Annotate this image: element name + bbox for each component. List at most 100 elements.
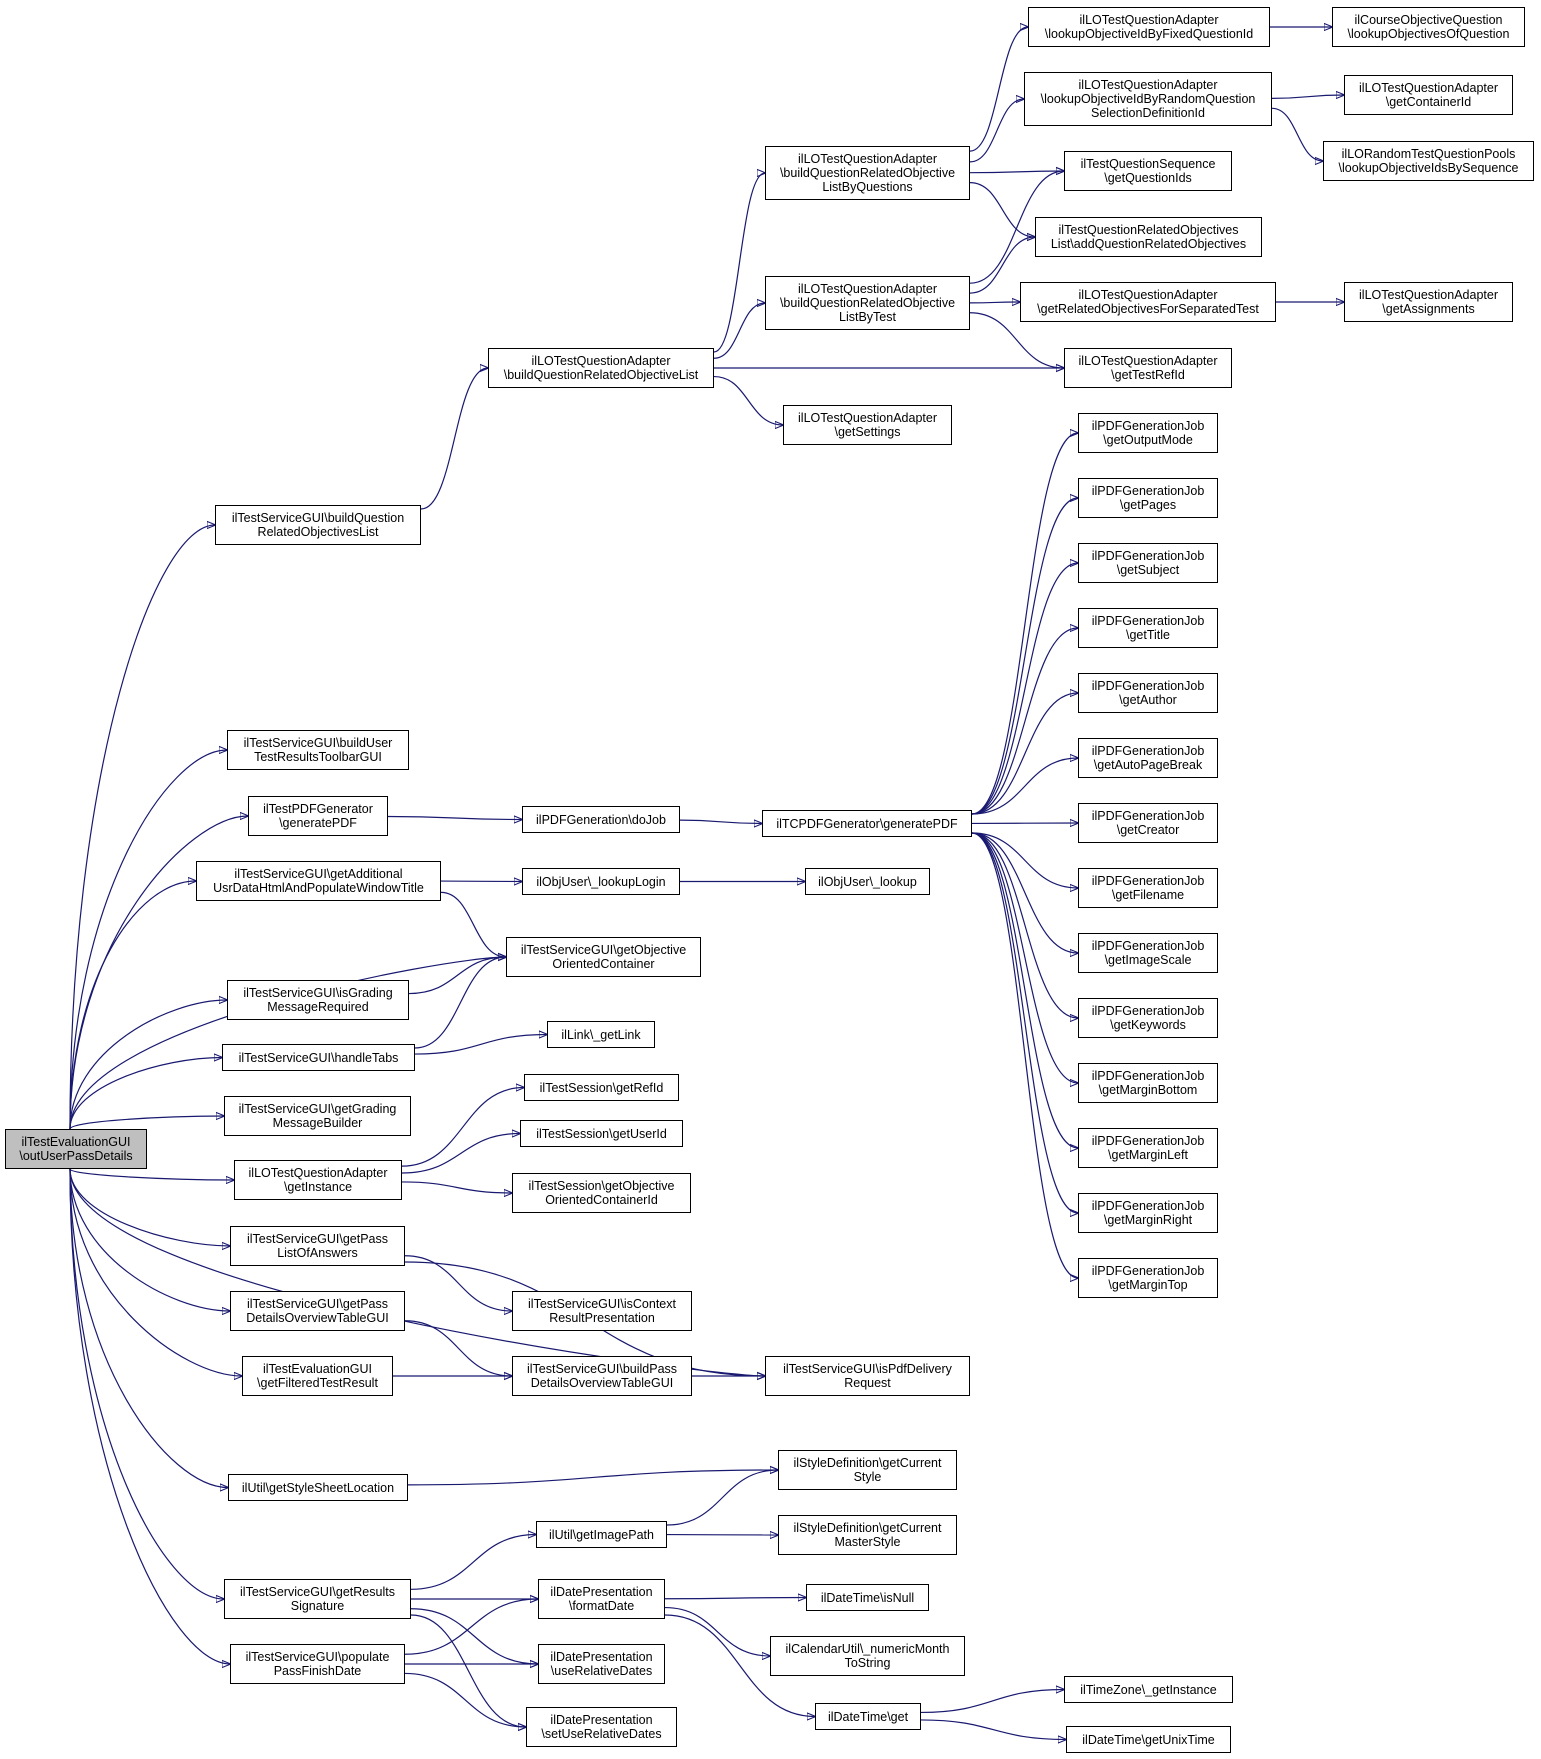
node-iltimezone-getinstance[interactable]: ilTimeZone\_getInstance xyxy=(1064,1676,1233,1703)
node-ilpdfgenerationjob-getmarginleft[interactable]: ilPDFGenerationJob\getMarginLeft xyxy=(1078,1128,1218,1168)
node-iltestpdfgenerator-generatepdf[interactable]: ilTestPDFGenerator\generatePDF xyxy=(248,796,388,836)
node-ildatetime-isnull[interactable]: ilDateTime\isNull xyxy=(806,1584,929,1611)
edge-n1-n49 xyxy=(69,1168,230,1311)
edge-n1-n50 xyxy=(69,1168,242,1376)
edge-n47-n48 xyxy=(404,1255,512,1311)
node-iltestsession-getrefid[interactable]: ilTestSession\getRefId xyxy=(524,1074,679,1101)
node-iltestevaluationgui-outuserpassdetails[interactable]: ilTestEvaluationGUI\outUserPassDetails xyxy=(5,1129,147,1169)
node-ilpdfgenerationjob-getkeywords[interactable]: ilPDFGenerationJob\getKeywords xyxy=(1078,998,1218,1038)
node-ilpdfgenerationjob-getsubject[interactable]: ilPDFGenerationJob\getSubject xyxy=(1078,543,1218,583)
node-ilpdfgenerationjob-getimagescale[interactable]: ilPDFGenerationJob\getImageScale xyxy=(1078,933,1218,973)
node-iltestsession-getuserid[interactable]: ilTestSession\getUserId xyxy=(520,1120,683,1147)
edge-n61-n63 xyxy=(920,1719,1066,1740)
edge-n1-n53 xyxy=(69,1168,228,1488)
edge-n43-n44 xyxy=(401,1088,524,1167)
edge-n19-n20 xyxy=(679,820,762,823)
node-illotestquestionadapter-getrelatedobjectivesforseparatedtest[interactable]: ilLOTestQuestionAdapter\getRelatedObject… xyxy=(1020,282,1276,322)
edge-n1-n2 xyxy=(69,525,215,1130)
node-iltestquestionsequence-getquestionids[interactable]: ilTestQuestionSequence\getQuestionIds xyxy=(1064,151,1232,191)
node-illink-getlink[interactable]: ilLink\_getLink xyxy=(547,1021,655,1048)
node-illotestquestionadapter-lookupobjectiveidbyrandomquestionselectiondefinitionid[interactable]: ilLOTestQuestionAdapter\lookupObjectiveI… xyxy=(1024,72,1272,126)
edge-n20-n21 xyxy=(971,433,1078,815)
node-ilpdfgenerationjob-getoutputmode[interactable]: ilPDFGenerationJob\getOutputMode xyxy=(1078,413,1218,453)
edge-n57-n66 xyxy=(410,1614,526,1727)
edge-n2-n3 xyxy=(420,368,488,510)
node-ilpdfgenerationjob-getmarginright[interactable]: ilPDFGenerationJob\getMarginRight xyxy=(1078,1193,1218,1233)
node-illorandomtestquestionpools-lookupobjectiveidsbysequence[interactable]: ilLORandomTestQuestionPools\lookupObject… xyxy=(1323,141,1534,181)
edge-n40-n41 xyxy=(414,1035,547,1055)
edge-n20-n23 xyxy=(971,563,1078,815)
node-ilpdfgenerationjob-getmarginbottom[interactable]: ilPDFGenerationJob\getMarginBottom xyxy=(1078,1063,1218,1103)
node-iltestevaluationgui-getfilteredtestresult[interactable]: ilTestEvaluationGUI\getFilteredTestResul… xyxy=(242,1356,393,1396)
node-illotestquestionadapter-getassignments[interactable]: ilLOTestQuestionAdapter\getAssignments xyxy=(1344,282,1513,322)
node-ildatepresentation-setuserelativedates[interactable]: ilDatePresentation\setUseRelativeDates xyxy=(526,1707,677,1747)
node-ilpdfgenerationjob-getauthor[interactable]: ilPDFGenerationJob\getAuthor xyxy=(1078,673,1218,713)
node-ildatepresentation-formatdate[interactable]: ilDatePresentation\formatDate xyxy=(538,1579,665,1619)
edge-n64-n58 xyxy=(404,1599,538,1655)
node-illotestquestionadapter-lookupobjectiveidbyfixedquestionid[interactable]: ilLOTestQuestionAdapter\lookupObjectiveI… xyxy=(1028,7,1270,47)
node-ilpdfgeneration-dojob[interactable]: ilPDFGeneration\doJob xyxy=(522,806,680,833)
edge-n57-n65 xyxy=(410,1608,538,1664)
edge-n3-n12 xyxy=(713,303,765,359)
edge-n20-n28 xyxy=(971,832,1078,888)
edge-n18-n19 xyxy=(387,817,522,820)
edge-n39-n38 xyxy=(408,957,506,995)
node-ilpdfgenerationjob-getmargintop[interactable]: ilPDFGenerationJob\getMarginTop xyxy=(1078,1258,1218,1298)
node-illotestquestionadapter-buildquestionrelatedobjectivelistbyquestions[interactable]: ilLOTestQuestionAdapter\buildQuestionRel… xyxy=(765,146,970,200)
node-ilpdfgenerationjob-gettitle[interactable]: ilPDFGenerationJob\getTitle xyxy=(1078,608,1218,648)
edge-n1-n64 xyxy=(69,1168,230,1664)
node-iltcpdfgenerator-generatepdf[interactable]: ilTCPDFGenerator\generatePDF xyxy=(762,810,972,837)
edge-n1-n17 xyxy=(69,750,227,1130)
node-ilcourseobjectivequestion-lookupobjectivesofquestion[interactable]: ilCourseObjectiveQuestion\lookupObjectiv… xyxy=(1332,7,1525,47)
node-ilutil-getimagepath[interactable]: ilUtil\getImagePath xyxy=(536,1521,667,1548)
node-ilpdfgenerationjob-getfilename[interactable]: ilPDFGenerationJob\getFilename xyxy=(1078,868,1218,908)
edge-n4-n5 xyxy=(969,27,1028,152)
node-ilobjuser-lookuplogin[interactable]: ilObjUser\_lookupLogin xyxy=(522,868,680,895)
node-ildatetime-getunixtime[interactable]: ilDateTime\getUnixTime xyxy=(1066,1726,1231,1753)
edge-n20-n31 xyxy=(971,832,1078,1083)
node-iltestservicegui-handletabs[interactable]: ilTestServiceGUI\handleTabs xyxy=(222,1044,415,1071)
node-ilpdfgenerationjob-getautopagebreak[interactable]: ilPDFGenerationJob\getAutoPageBreak xyxy=(1078,738,1218,778)
edge-n20-n32 xyxy=(971,832,1078,1148)
node-illotestquestionadapter-buildquestionrelatedobjectivelistbytest[interactable]: ilLOTestQuestionAdapter\buildQuestionRel… xyxy=(765,276,970,330)
node-ilpdfgenerationjob-getpages[interactable]: ilPDFGenerationJob\getPages xyxy=(1078,478,1218,518)
edge-n58-n61 xyxy=(664,1614,815,1717)
edge-n3-n4 xyxy=(713,173,765,353)
node-ildatepresentation-userelativedates[interactable]: ilDatePresentation\useRelativeDates xyxy=(538,1644,665,1684)
edge-n7-n8 xyxy=(1271,95,1344,98)
edge-n1-n35 xyxy=(69,881,196,1130)
node-illotestquestionadapter-getinstance[interactable]: ilLOTestQuestionAdapter\getInstance xyxy=(234,1160,402,1200)
edge-n1-n57 xyxy=(69,1168,224,1599)
node-ilobjuser-lookup[interactable]: ilObjUser\_lookup xyxy=(805,868,930,895)
node-illotestquestionadapter-getcontainerid[interactable]: ilLOTestQuestionAdapter\getContainerId xyxy=(1344,75,1513,115)
edge-n3-n16 xyxy=(713,375,783,425)
node-ilpdfgenerationjob-getcreator[interactable]: ilPDFGenerationJob\getCreator xyxy=(1078,803,1218,843)
node-ilutil-getstylesheetlocation[interactable]: ilUtil\getStyleSheetLocation xyxy=(228,1474,408,1501)
node-illotestquestionadapter-buildquestionrelatedobjectivelist[interactable]: ilLOTestQuestionAdapter\buildQuestionRel… xyxy=(488,348,714,388)
node-illotestquestionadapter-getsettings[interactable]: ilLOTestQuestionAdapter\getSettings xyxy=(783,405,952,445)
edge-n43-n45 xyxy=(401,1134,520,1174)
node-ildatetime-get[interactable]: ilDateTime\get xyxy=(815,1703,921,1730)
node-illotestquestionadapter-gettestrefid[interactable]: ilLOTestQuestionAdapter\getTestRefId xyxy=(1064,348,1232,388)
edge-n64-n66 xyxy=(404,1672,526,1727)
edge-n4-n7 xyxy=(969,99,1024,163)
